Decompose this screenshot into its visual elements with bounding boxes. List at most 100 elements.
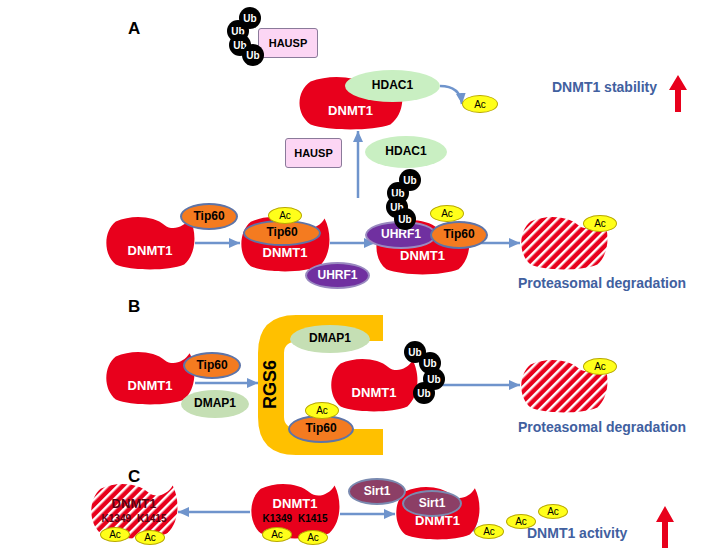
- node-label: Tip60: [305, 422, 336, 435]
- node-label: DNMT1: [128, 244, 173, 258]
- residue-label: K1349: [263, 513, 292, 524]
- flow-arrow: [195, 242, 240, 245]
- node-label: Sirt1: [364, 485, 391, 498]
- protein-box: HAUSP: [285, 138, 342, 168]
- node-label: Ac: [279, 210, 291, 221]
- acetyl-mark: Ac: [583, 358, 617, 375]
- protein-ellipse: HDAC1: [365, 136, 447, 168]
- protein-ellipse: HDAC1: [345, 70, 440, 102]
- node-label: UHRF1: [381, 228, 421, 241]
- node-label: DNMT1: [128, 379, 173, 393]
- node-label: DNMT1: [400, 249, 445, 263]
- dnmt1-shape-fill: [106, 352, 194, 405]
- increase-arrow: [656, 506, 674, 548]
- node-label: HAUSP: [294, 147, 333, 159]
- degraded-dnmt1-shape-fill: [521, 360, 607, 413]
- node-label: DNMT1: [352, 386, 397, 400]
- dnmt1-shape-outline: [105, 350, 195, 405]
- dnmt1-shape-outline: [330, 357, 418, 412]
- node-label: DMAP1: [194, 397, 236, 410]
- acetyl-mark: Ac: [298, 530, 328, 545]
- node-label: Ac: [144, 532, 156, 543]
- protein-box: HAUSP: [258, 28, 318, 58]
- node-label: DNMT1: [328, 104, 373, 118]
- acetyl-mark: Ac: [268, 207, 302, 224]
- dnmt1-shape-fill: [396, 487, 479, 540]
- protein-ellipse: DMAP1: [290, 325, 370, 353]
- outcome-label: DNMT1 activity: [527, 526, 627, 541]
- protein-ellipse: Sirt1: [348, 478, 406, 505]
- increase-arrow: [669, 75, 687, 112]
- node-label: Ub: [246, 50, 259, 61]
- node-label: Ac: [109, 529, 121, 540]
- acetyl-mark: Ac: [583, 215, 617, 232]
- residue-row: K1349 K1415: [99, 513, 170, 524]
- vertical-label: RGS6: [261, 360, 281, 409]
- node-label: Tip60: [266, 226, 297, 239]
- degraded-dnmt1-shape-fill: [521, 217, 607, 270]
- protein-ellipse: Sirt1: [402, 490, 462, 517]
- residue-label: K1415: [298, 513, 327, 524]
- node-label: Ac: [594, 361, 606, 372]
- node-label: DMAP1: [309, 332, 351, 345]
- dnmt1-shape: DNMT1: [105, 350, 195, 405]
- node-label: DNMT1: [263, 246, 308, 260]
- protein-ellipse: DMAP1: [181, 390, 249, 418]
- acetyl-mark: Ac: [305, 402, 339, 419]
- node-label: Tip60: [196, 359, 227, 372]
- node-label: Ac: [474, 99, 486, 110]
- node-label: HDAC1: [372, 79, 413, 92]
- panel-letter: C: [128, 468, 140, 487]
- ubiquitin-circle: Ub: [242, 44, 264, 66]
- dnmt1-shape: DNMT1Sirt1: [395, 485, 480, 540]
- node-label: Ac: [316, 405, 328, 416]
- node-label: Sirt1: [419, 497, 446, 510]
- node-label: Ac: [594, 218, 606, 229]
- node-label: HAUSP: [269, 37, 308, 49]
- dnmt1-shape-fill: [106, 217, 194, 270]
- node-label: Ac: [271, 529, 283, 540]
- flow-arrow: [357, 131, 360, 198]
- panel-letter: A: [128, 20, 140, 39]
- node-label: Ac: [441, 208, 453, 219]
- ubiquitin-circle: Ub: [413, 382, 435, 404]
- residue-row: K1349 K1415: [260, 513, 331, 524]
- node-label: Ac: [547, 506, 559, 517]
- dnmt1-shape: DNMT1: [105, 215, 195, 270]
- residue-label: K1349: [102, 513, 131, 524]
- node-label: Ub: [408, 347, 421, 358]
- acetyl-mark: Ac: [474, 524, 504, 539]
- acetyl-mark: Ac: [430, 205, 464, 222]
- node-label: Ub: [423, 358, 436, 369]
- flow-arrow: [340, 513, 395, 516]
- node-label: DNMT1: [112, 497, 157, 511]
- dnmt1-shape-fill: [331, 359, 417, 412]
- acetyl-mark: Ac: [135, 530, 165, 545]
- flow-arrow: [178, 511, 250, 514]
- dnmt1-shape-outline: [105, 215, 195, 270]
- node-label: UHRF1: [317, 269, 357, 282]
- node-label: DNMT1: [273, 497, 318, 511]
- flow-arrow: [195, 382, 258, 385]
- protein-ellipse: UHRF1: [305, 262, 370, 289]
- panel-letter: B: [128, 298, 140, 317]
- node-label: Tip60: [443, 228, 474, 241]
- acetyl-mark: Ac: [462, 95, 498, 113]
- acetyl-mark: Ac: [262, 527, 292, 542]
- node-label: Ub: [398, 214, 411, 225]
- node-label: Tip60: [193, 210, 224, 223]
- node-label: Ub: [417, 388, 430, 399]
- protein-ellipse: Tip60: [430, 221, 488, 249]
- residue-label: K1415: [137, 513, 166, 524]
- outcome-label: Proteasomal degradation: [518, 420, 686, 435]
- acetyl-mark: Ac: [100, 527, 130, 542]
- outcome-label: Proteasomal degradation: [518, 276, 686, 291]
- acetyl-mark: Ac: [538, 504, 568, 519]
- protein-ellipse: Tip60: [183, 352, 241, 379]
- node-label: Ac: [307, 532, 319, 543]
- node-label: Ac: [483, 526, 495, 537]
- protein-ellipse: Tip60: [288, 415, 354, 443]
- flow-arrow: [440, 86, 462, 104]
- outcome-label: DNMT1 stability: [552, 80, 657, 95]
